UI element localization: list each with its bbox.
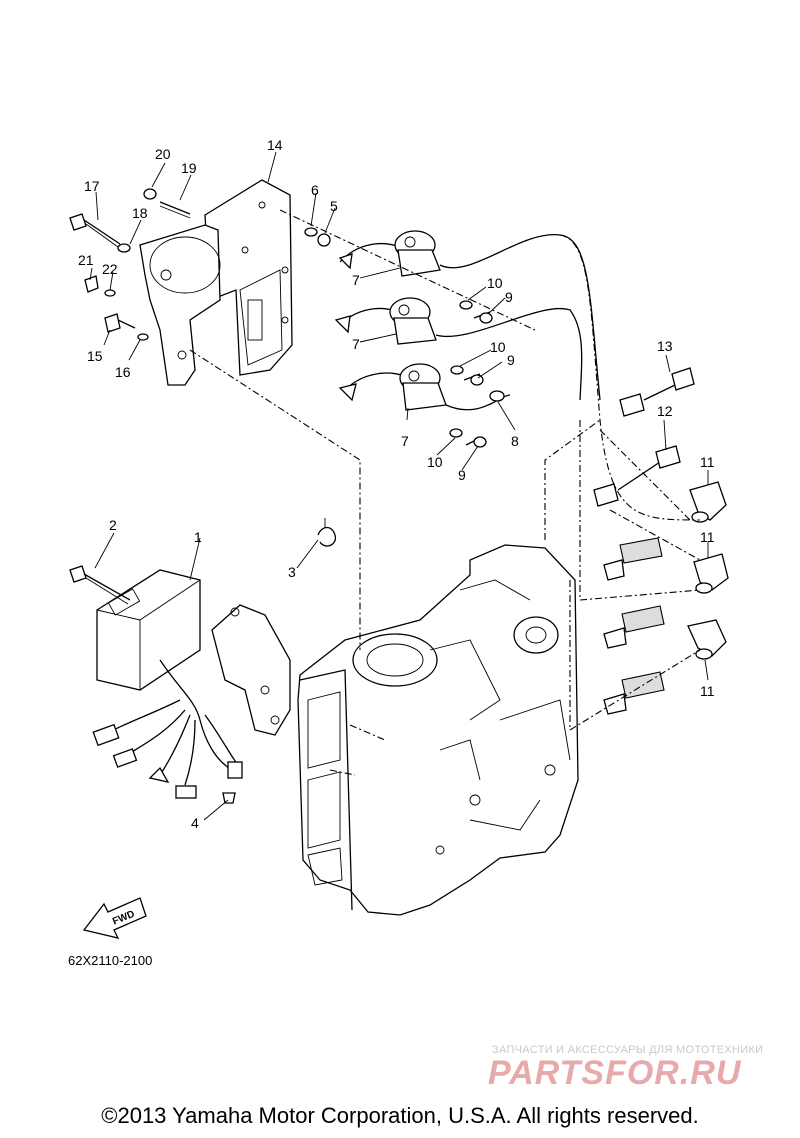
callout-9-bottom: 9: [458, 467, 466, 483]
diagram-code: 62X2110-2100: [68, 953, 153, 968]
callout-11-bottom: 11: [700, 683, 715, 699]
leader-lines: [89, 151, 709, 821]
callout-4: 4: [191, 815, 199, 831]
bolt-17: [69, 213, 121, 248]
callout-16: 16: [115, 364, 131, 380]
bracket-mount: [139, 224, 221, 386]
cdi-mount-plate: [211, 604, 291, 736]
ignition-coil-top: [338, 230, 441, 277]
callout-22: 22: [102, 261, 118, 277]
callout-7-top: 7: [352, 272, 360, 288]
engine-block: [297, 544, 579, 916]
cdi-wire-harness: [92, 659, 243, 804]
fwd-arrow: FWD: [82, 897, 147, 939]
bolt-9a: [473, 311, 493, 324]
plug-cap-top: [689, 481, 727, 523]
callout-10-bottom: 10: [427, 454, 443, 470]
wire-clip: [317, 518, 337, 547]
spark-plug-bottom: [603, 671, 665, 715]
callout-15: 15: [87, 348, 103, 364]
callout-13: 13: [657, 338, 673, 354]
callout-8: 8: [511, 433, 519, 449]
copyright-notice: ©2013 Yamaha Motor Corporation, U.S.A. A…: [101, 1103, 699, 1128]
callout-3: 3: [288, 564, 296, 580]
washer-22: [104, 289, 116, 297]
callout-12: 12: [657, 403, 673, 419]
nut-20: [143, 188, 157, 200]
ignition-coil-bottom: [338, 363, 447, 411]
plug-cap-middle: [693, 553, 729, 594]
washer-10c: [449, 428, 463, 438]
watermark-tagline: ЗАПЧАСТИ И АКСЕССУАРЫ ДЛЯ МОТОТЕХНИКИ: [492, 1044, 764, 1056]
callout-1: 1: [194, 529, 202, 545]
ignition-coil-middle: [334, 297, 437, 345]
bolt-2: [69, 565, 131, 605]
washer-10b: [450, 365, 464, 375]
callout-17: 17: [84, 178, 100, 194]
high-tension-cord-13: [619, 367, 695, 417]
callout-9-middle: 9: [507, 352, 515, 368]
callout-10-middle: 10: [490, 339, 506, 355]
washer-6: [304, 227, 318, 237]
callout-5: 5: [330, 198, 338, 214]
high-tension-cord-12: [593, 445, 681, 507]
bolt-9b: [463, 373, 484, 386]
collar-5: [317, 233, 331, 247]
spark-plug-middle: [603, 605, 665, 649]
cdi-unit: [96, 569, 201, 691]
spark-plug-top: [603, 537, 663, 581]
callout-7-bottom: 7: [401, 433, 409, 449]
grommet-8: [489, 390, 505, 402]
washer-16: [137, 333, 149, 341]
callout-2: 2: [109, 517, 117, 533]
callout-11-top: 11: [700, 454, 715, 470]
callout-14: 14: [267, 137, 283, 153]
bolt-19: [159, 201, 191, 219]
callout-21: 21: [78, 252, 94, 268]
callout-10-top: 10: [487, 275, 503, 291]
callout-18: 18: [132, 205, 148, 221]
callout-19: 19: [181, 160, 197, 176]
callout-9-top: 9: [505, 289, 513, 305]
coil-lead-wires: [435, 234, 601, 411]
bolt-9c: [465, 436, 487, 448]
washer-10a: [459, 300, 473, 310]
washer-18: [117, 243, 131, 253]
bolt-21: [84, 275, 99, 293]
callout-11-middle: 11: [700, 529, 715, 545]
callout-20: 20: [155, 146, 171, 162]
callout-6: 6: [311, 182, 319, 198]
bolt-15: [104, 313, 136, 333]
watermark-logo: PARTSFOR.RU: [488, 1054, 742, 1092]
plug-cap-bottom: [687, 619, 727, 660]
callout-7-middle: 7: [352, 336, 360, 352]
